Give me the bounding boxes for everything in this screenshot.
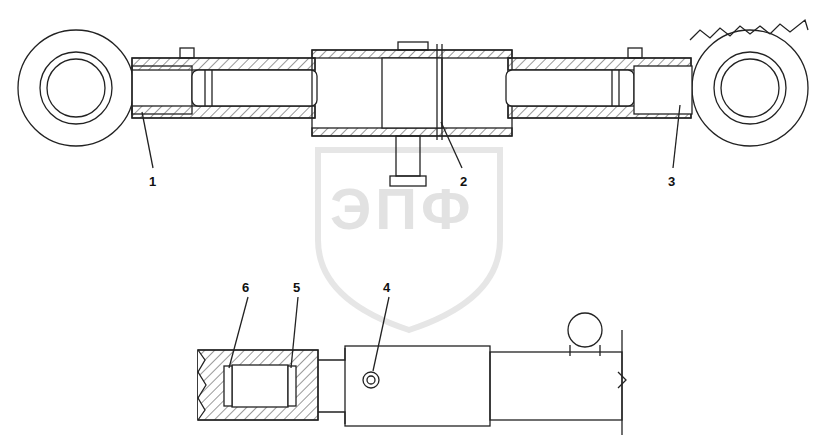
callout-number: 6 [242,281,249,294]
callout-number: 4 [383,281,390,294]
watermark: ЭПФ [330,180,474,238]
callout-number: 5 [293,281,300,294]
callout-number: 1 [149,175,156,188]
callout-number: 3 [668,175,675,188]
